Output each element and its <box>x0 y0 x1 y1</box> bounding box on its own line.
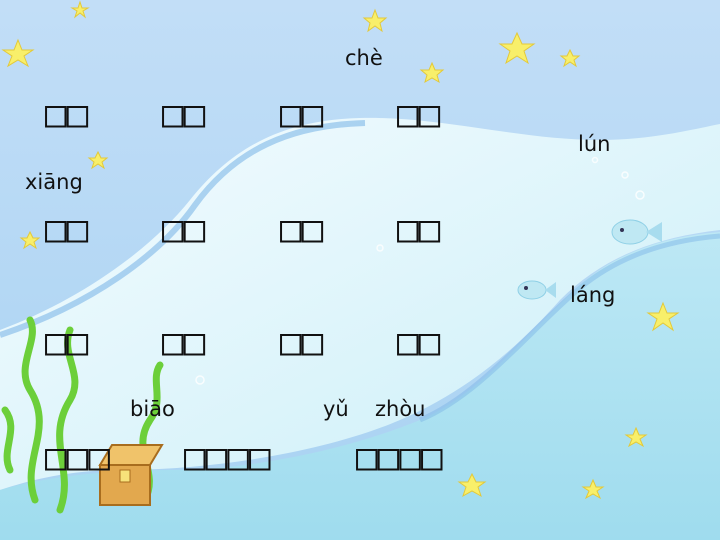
pinyin-lang: láng <box>570 283 616 307</box>
treasure-chest-icon <box>98 444 164 506</box>
word-row4-2: □□□□ <box>184 437 271 478</box>
word-row1-3: □□ <box>280 94 324 135</box>
pinyin-xiang: xiāng <box>25 170 83 194</box>
word-row3-4: □□ <box>397 322 441 363</box>
seaweed-icon <box>1 316 164 514</box>
word-row3-2: □□ <box>162 322 206 363</box>
stars <box>1 0 680 500</box>
word-row1-2: □□ <box>162 94 206 135</box>
pinyin-yu: yǔ <box>323 397 349 421</box>
word-row2-2: □□ <box>162 209 206 250</box>
word-row2-3: □□ <box>280 209 324 250</box>
pinyin-lun: lún <box>578 132 611 156</box>
word-row2-1: □□ <box>45 209 89 250</box>
word-row4-1: □□□ <box>45 437 111 478</box>
word-row3-1: □□ <box>45 322 89 363</box>
pinyin-biao: biāo <box>130 397 175 421</box>
word-row4-3: □□□□ <box>356 437 443 478</box>
word-row1-4: □□ <box>397 94 441 135</box>
pinyin-che: chè <box>345 46 383 70</box>
word-row2-4: □□ <box>397 209 441 250</box>
bubbles-icon <box>195 156 645 385</box>
fish-icon <box>517 219 662 300</box>
pinyin-zhou: zhòu <box>375 397 426 421</box>
word-row1-1: □□ <box>45 94 89 135</box>
word-row3-3: □□ <box>280 322 324 363</box>
